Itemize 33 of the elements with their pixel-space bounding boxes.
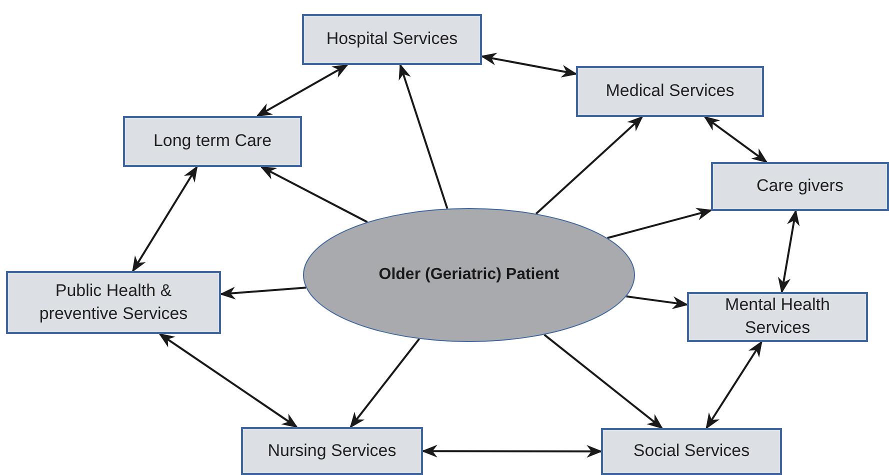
node-label: Older (Geriatric) Patient (378, 265, 560, 286)
node-label: Medical Services (606, 80, 734, 102)
double-arrow (778, 209, 800, 294)
service-box (6, 271, 221, 334)
node-label: Nursing Services (268, 440, 396, 462)
service-box (601, 428, 782, 475)
double-arrow (421, 444, 603, 458)
arrow (350, 338, 420, 428)
double-arrow (706, 340, 762, 430)
service-box (123, 116, 302, 167)
service-box (576, 66, 764, 117)
arrow (544, 334, 664, 429)
double-arrow (158, 333, 298, 428)
node-label: Long term Care (153, 130, 272, 152)
arrow (260, 166, 368, 223)
node-label: Social Services (633, 440, 750, 462)
node-label: Care givers (756, 175, 844, 198)
arrow (535, 116, 644, 214)
arrow (626, 295, 689, 310)
double-arrow (256, 64, 349, 117)
node-label: Public Health & preventive Services (38, 280, 189, 324)
double-arrow (132, 166, 198, 272)
service-box (302, 14, 482, 65)
service-box (711, 162, 889, 211)
service-box (687, 292, 868, 342)
service-box (241, 427, 423, 475)
double-arrow (480, 52, 578, 78)
arrow (607, 208, 713, 239)
arrow (398, 63, 448, 209)
double-arrow (704, 116, 768, 163)
node-label: Mental Health Services (724, 294, 831, 339)
arrow (219, 286, 306, 300)
node-label: Hospital Services (326, 28, 458, 50)
